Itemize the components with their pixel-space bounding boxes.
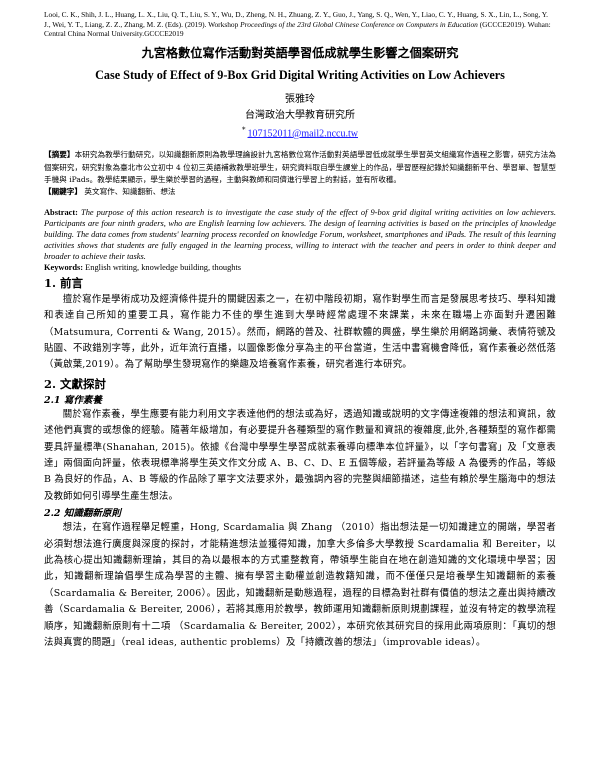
section-2-1-paragraph: 關於寫作素養，學生應要有能力利用文字表達他們的想法或為好，透過知識或說明的文字傳…: [44, 408, 556, 502]
keywords-chinese: 【關鍵字】 英文寫作、知識翻新、想法: [44, 186, 556, 198]
title-chinese: 九宮格數位寫作活動對英語學習低成就學生影響之個案研究: [141, 45, 459, 60]
email-link[interactable]: 107152011@mail2.nccu.tw: [247, 128, 359, 140]
email-marker: *: [242, 125, 246, 134]
abstract-zh-label: 【摘要】: [44, 150, 75, 160]
abstract-english: Abstract: The purpose of this action res…: [44, 207, 556, 262]
abstract-en-text: The purpose of this action research is t…: [44, 207, 556, 261]
keywords-zh-label: 【關鍵字】: [44, 187, 82, 197]
abstract-chinese: 【摘要】本研究為教學行動研究，以知識翻新原則為教學理論設計九宮格數位寫作活動對英…: [44, 149, 556, 186]
section-2-2-paragraph: 想法，在寫作過程舉足輕重，Hong, Scardamalia 與 Zhang （…: [44, 522, 556, 649]
keywords-zh-text: 英文寫作、知識翻新、想法: [81, 187, 176, 197]
section-1-paragraph: 擅於寫作是學術成功及經濟條件提升的關鍵因素之一，在初中階段初期，寫作對學生而言是…: [44, 293, 556, 371]
keywords-en-label: Keywords:: [44, 262, 84, 272]
section-2-heading: 2. 文獻探討: [44, 376, 107, 391]
citation-suffix: (GCCCE2019). Wuhan: Central China Normal…: [44, 19, 551, 39]
citation-proceedings: Proceedings of the 23rd Global Chinese C…: [240, 19, 478, 29]
citation-header: Looi, C. K., Shih, J. L., Huang, L. X., …: [44, 10, 556, 39]
citation-prefix: Looi, C. K., Shih, J. L., Huang, L. X., …: [44, 10, 548, 29]
section-2-1-heading: 2.1 寫作素養: [44, 394, 102, 406]
keywords-english: Keywords: English writing, knowledge bui…: [44, 262, 556, 273]
abstract-en-label: Abstract:: [44, 207, 78, 217]
section-1-heading: 1. 前言: [44, 275, 84, 290]
keywords-en-text: English writing, knowledge building, tho…: [83, 262, 242, 272]
abstract-zh-text: 本研究為教學行動研究，以知識翻新原則為教學理論設計九宮格數位寫作活動對英語學習低…: [44, 150, 557, 184]
email-line: *107152011@mail2.nccu.tw: [44, 123, 556, 141]
author-name: 張雅玲: [285, 93, 315, 105]
affiliation: 台灣政治大學教育研究所: [245, 109, 355, 121]
section-2-2-heading: 2.2 知識翻新原則: [44, 508, 121, 520]
title-english: Case Study of Effect of 9-Box Grid Digit…: [95, 67, 505, 82]
